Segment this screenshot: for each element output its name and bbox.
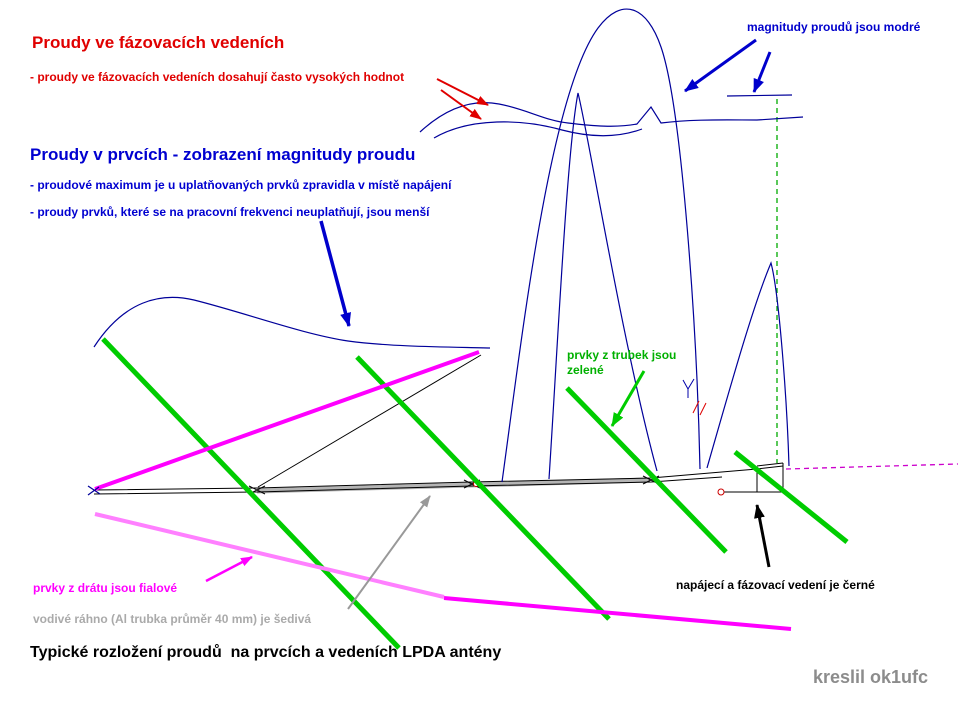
author-credit: kreslil ok1ufc xyxy=(813,667,929,687)
tube-element-4 xyxy=(733,450,849,544)
blue-arrow-midleft xyxy=(319,220,351,327)
axis-red-mark xyxy=(692,400,707,416)
diagram-caption: Typické rozložení proudů na prvcích a ve… xyxy=(30,644,502,661)
current-curve-left-arc xyxy=(93,296,491,349)
feedline-right-end xyxy=(722,462,784,493)
magenta-arrow xyxy=(205,555,253,583)
feedpoint-circle xyxy=(717,488,725,496)
callout-magnitudes-blue: magnitudy proudů jsou modré xyxy=(747,20,921,34)
note-inactive-elements: - proudy prvků, které se na pracovní fre… xyxy=(30,205,430,219)
current-curve-right-lobe xyxy=(706,261,790,469)
heading-phasing-currents: Proudy ve fázovacích vedeních xyxy=(32,33,285,52)
black-arrow xyxy=(754,504,771,568)
feedline-lower xyxy=(93,476,723,495)
red-arrow-2 xyxy=(440,89,482,120)
tube-elements-green xyxy=(101,337,849,650)
tube-element-2 xyxy=(355,355,611,621)
red-arrow-1 xyxy=(436,78,489,106)
note-current-maximum: - proudové maximum je u uplatňovaných pr… xyxy=(30,178,452,192)
tube-element-1 xyxy=(101,337,401,650)
current-curve-second-lobe xyxy=(548,92,658,480)
current-curve-top-stroke xyxy=(726,94,793,97)
wire-element-pink xyxy=(94,512,445,599)
callout-tube-line1: prvky z trubek jsou xyxy=(567,348,677,362)
feed-start-ticks xyxy=(87,485,101,496)
note-phasing-currents: - proudy ve fázovacích vedeních dosahují… xyxy=(30,70,405,84)
callout-feedline: napájecí a fázovací vedení je černé xyxy=(676,578,875,592)
wire-axis-dashed xyxy=(785,463,959,470)
current-curve-phasing-wavy-2 xyxy=(433,121,643,139)
axis-y-mark xyxy=(682,378,695,398)
callout-arrows xyxy=(205,38,772,610)
current-magnitude-curves xyxy=(87,8,804,496)
wire-elements-magenta xyxy=(94,350,959,631)
feedline-diagonal xyxy=(257,354,482,488)
callout-tube-line2: zelené xyxy=(567,363,604,377)
blue-arrow-topright-1 xyxy=(684,38,757,93)
callout-boom: vodivé ráhno (Al trubka průměr 40 mm) je… xyxy=(33,612,312,626)
current-curve-tall-lobe xyxy=(501,8,701,483)
feedline-upper xyxy=(93,465,784,491)
heading-element-currents: Proudy v prvcích - zobrazení magnitudy p… xyxy=(30,145,416,164)
feedline-black xyxy=(93,354,784,495)
green-arrow xyxy=(610,370,646,427)
tube-element-3 xyxy=(565,386,728,554)
callout-tube-elements: prvky z trubek jsou zelené xyxy=(567,348,676,378)
boom-line xyxy=(256,477,651,494)
blue-arrow-topright-2 xyxy=(752,51,772,93)
callout-wire-elements: prvky z drátu jsou fialové xyxy=(33,581,178,595)
wire-element-upper xyxy=(94,350,480,491)
wire-element-lower xyxy=(443,596,792,631)
gray-arrow xyxy=(347,495,431,610)
